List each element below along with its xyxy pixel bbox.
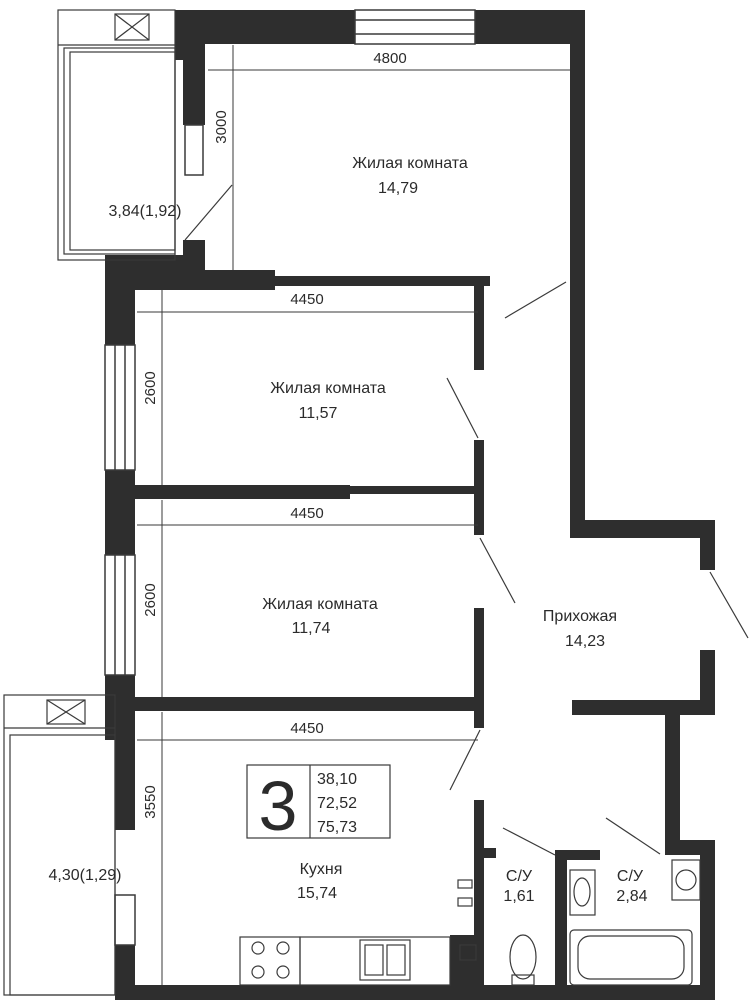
room-name: Жилая комната	[270, 380, 386, 397]
room-area: 11,74	[292, 620, 331, 637]
room-name: Кухня	[300, 861, 343, 878]
dimension-label: 4450	[290, 291, 323, 308]
dimension-label: 4450	[290, 505, 323, 522]
balcony-bottom	[3, 694, 116, 996]
total-area-with-balcony: 75,73	[317, 819, 357, 836]
washbasin	[569, 869, 596, 916]
toilet	[509, 934, 537, 980]
fixtures	[239, 859, 701, 986]
living-area: 38,10	[317, 771, 357, 788]
room-name: Жилая комната	[352, 155, 468, 172]
room-name: С/У	[617, 868, 644, 885]
room-area: 2,84	[616, 888, 647, 905]
summary-box: 3 38,10 72,52 75,73	[246, 764, 391, 845]
dimension-label: 2600	[142, 583, 159, 616]
bathtub	[569, 929, 693, 986]
balcony-area: 4,30(1,29)	[49, 867, 122, 884]
room-name: С/У	[506, 868, 533, 885]
dimension-label: 3000	[213, 110, 230, 143]
balcony-area: 3,84(1,92)	[109, 203, 182, 220]
room-area: 15,74	[297, 885, 337, 902]
counter	[299, 936, 451, 986]
door-swings	[184, 184, 749, 856]
washing-machine	[671, 859, 701, 901]
stove	[239, 936, 301, 986]
balcony-top	[57, 9, 176, 261]
room-area: 14,23	[565, 633, 605, 650]
dimension-labels: 4800 3000 4450 2600 4450 2600 4450 3550	[142, 50, 407, 819]
total-area: 72,52	[317, 795, 357, 812]
room-area: 1,61	[503, 888, 534, 905]
dimension-lines	[137, 45, 570, 985]
walls	[105, 10, 715, 1000]
dimension-label: 2600	[142, 371, 159, 404]
room-labels: Жилая комната 14,79 Жилая комната 11,57 …	[49, 155, 648, 905]
room-name: Жилая комната	[262, 596, 378, 613]
kitchen-sink	[359, 939, 411, 981]
room-name: Прихожая	[543, 608, 617, 625]
dimension-label: 4450	[290, 720, 323, 737]
dimension-label: 4800	[373, 50, 406, 67]
dimension-label: 3550	[142, 785, 159, 818]
room-area: 11,57	[299, 405, 338, 422]
room-count: 3	[259, 767, 298, 845]
windows	[104, 9, 476, 946]
room-area: 14,79	[378, 180, 418, 197]
